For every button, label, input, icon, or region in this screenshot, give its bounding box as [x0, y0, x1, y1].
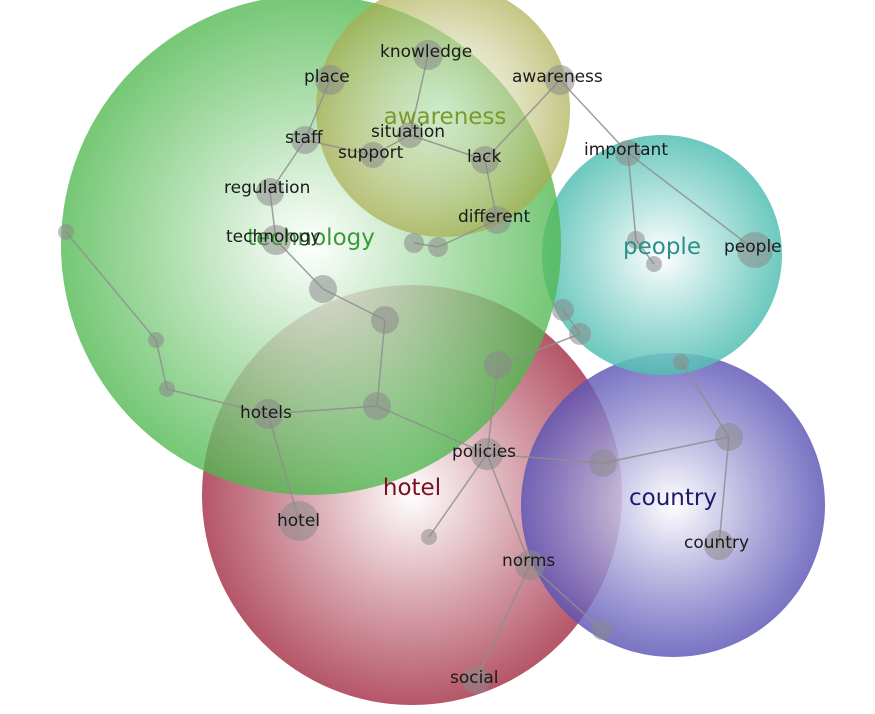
concept-label-awareness: awareness: [512, 67, 603, 87]
theme-circle-country: [521, 353, 825, 657]
node-unlabeled: [363, 392, 391, 420]
concept-label-knowledge: knowledge: [380, 42, 472, 62]
theme-label-awareness: awareness: [384, 104, 507, 130]
node-unlabeled: [148, 332, 164, 348]
concept-label-hotels: hotels: [240, 403, 292, 423]
node-lack[interactable]: [471, 146, 499, 174]
concept-nodes: [58, 40, 773, 694]
node-unlabeled: [371, 306, 399, 334]
node-unlabeled: [309, 275, 337, 303]
concept-label-regulation: regulation: [224, 178, 310, 198]
link: [497, 333, 581, 366]
node-hotel[interactable]: [279, 501, 319, 541]
node-unlabeled: [627, 231, 645, 249]
concept-label-norms: norms: [502, 551, 555, 571]
link: [486, 453, 531, 566]
node-important[interactable]: [615, 140, 641, 166]
node-unlabeled: [592, 620, 612, 640]
node-knowledge[interactable]: [413, 40, 443, 70]
node-unlabeled: [404, 233, 424, 253]
concept-links: [65, 54, 756, 681]
node-awareness[interactable]: [545, 65, 575, 95]
theme-label-hotel: hotel: [383, 475, 441, 501]
link: [484, 79, 561, 161]
node-unlabeled: [428, 237, 448, 257]
theme-label-country: country: [629, 485, 717, 511]
concept-label-staff: staff: [285, 128, 324, 148]
concept-label-people: people: [724, 237, 782, 257]
node-situation[interactable]: [397, 122, 423, 148]
node-staff[interactable]: [291, 126, 319, 154]
link: [428, 453, 488, 538]
node-regulation[interactable]: [256, 178, 284, 206]
concept-label-lack: lack: [467, 147, 501, 167]
link: [602, 436, 730, 464]
link: [155, 339, 168, 390]
link: [376, 405, 488, 455]
node-unlabeled: [159, 381, 175, 397]
link: [529, 564, 603, 631]
link: [65, 231, 157, 341]
node-unlabeled: [673, 354, 689, 370]
node-social[interactable]: [462, 666, 490, 694]
node-support[interactable]: [360, 142, 386, 168]
node-unlabeled: [552, 299, 574, 321]
node-unlabeled: [421, 529, 437, 545]
concept-label-country: country: [684, 533, 749, 553]
node-hotels[interactable]: [253, 399, 283, 429]
theme-labels: awareness technology people hotel countr…: [247, 104, 717, 511]
node-place[interactable]: [315, 65, 345, 95]
node-unlabeled: [58, 224, 74, 240]
node-unlabeled: [569, 323, 591, 345]
link: [267, 405, 378, 415]
link: [559, 79, 629, 154]
node-norms[interactable]: [515, 550, 545, 580]
link: [486, 453, 604, 464]
link: [680, 361, 730, 438]
concept-label-technology: technology: [226, 227, 320, 247]
node-unlabeled: [589, 449, 617, 477]
theme-circles: [61, 0, 825, 705]
theme-label-technology: technology: [247, 225, 375, 251]
concept-label-situation: situation: [371, 122, 445, 142]
node-unlabeled: [646, 256, 662, 272]
node-policies[interactable]: [471, 438, 503, 470]
node-country[interactable]: [704, 530, 734, 560]
concept-label-important: important: [584, 140, 668, 160]
concept-label-hotel: hotel: [277, 511, 320, 531]
node-unlabeled: [715, 423, 743, 451]
concept-label-support: support: [338, 143, 404, 163]
link: [718, 436, 730, 546]
concept-label-different: different: [458, 207, 531, 227]
link: [475, 564, 531, 681]
theme-circle-people: [542, 135, 782, 375]
theme-label-people: people: [623, 234, 701, 260]
node-technology[interactable]: [261, 225, 291, 255]
node-people[interactable]: [737, 232, 773, 268]
node-unlabeled: [484, 351, 512, 379]
concept-label-policies: policies: [452, 442, 516, 462]
theme-circle-awareness: [316, 0, 570, 237]
node-different[interactable]: [483, 206, 511, 234]
concept-labels: knowledge place awareness situation staf…: [224, 42, 782, 688]
concept-label-social: social: [450, 668, 498, 688]
link: [166, 388, 269, 415]
concept-label-place: place: [304, 67, 350, 87]
link: [627, 152, 637, 241]
link: [627, 152, 756, 251]
link: [376, 319, 386, 407]
